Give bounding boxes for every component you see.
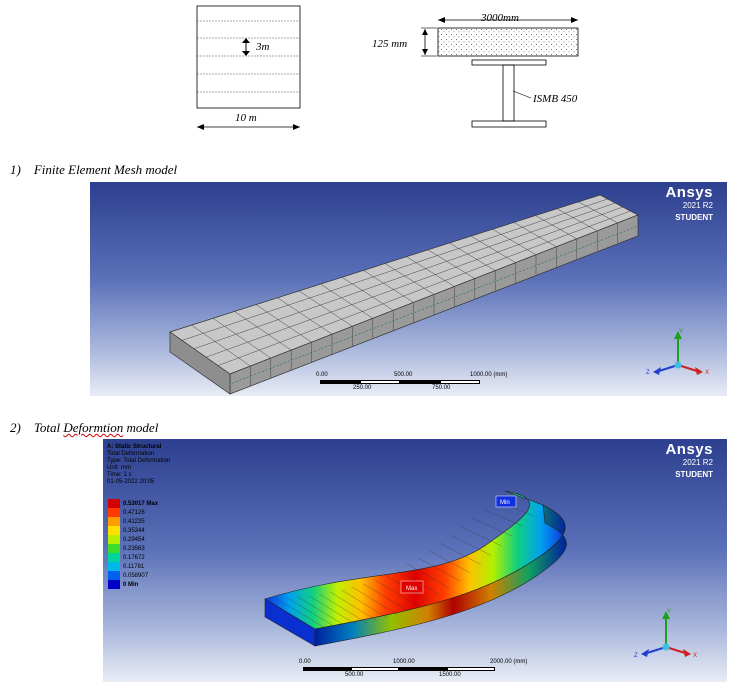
legend-swatch: [108, 553, 120, 562]
legend-swatch: [108, 562, 120, 571]
width-label: 10 m: [235, 112, 257, 124]
legend-row: 0.47126: [108, 508, 158, 517]
result-date: 01-05-2022 20:05: [107, 479, 155, 485]
legend-label: 0.17672: [123, 554, 145, 561]
axis-triad-icon[interactable]: Y X Z: [633, 607, 703, 663]
deformation-viewport[interactable]: Max Min A: Static Structural Total Defor…: [103, 439, 727, 682]
deformation-model: Max Min: [264, 490, 567, 647]
triad-y-label: Y: [667, 609, 671, 615]
legend-swatch: [108, 499, 120, 508]
brand-edition: STUDENT: [675, 213, 713, 222]
legend-row: 0.11781: [108, 562, 158, 571]
legend-row: 0.23563: [108, 544, 158, 553]
analysis-title: A: Static Structural: [107, 444, 162, 450]
triad-z-label: Z: [634, 653, 638, 659]
result-type: Type: Total Deformation: [107, 458, 171, 464]
scale-tick-label: 0.00: [316, 372, 328, 378]
legend-swatch: [108, 517, 120, 526]
legend-label: 0.47126: [123, 509, 145, 516]
scale-tick-label: 0.00: [299, 659, 311, 665]
legend-swatch: [108, 535, 120, 544]
triad-x-label: X: [705, 370, 709, 376]
legend-label: 0.35344: [123, 527, 145, 534]
max-tag: Max: [406, 586, 417, 592]
deck-width-label: 3000mm: [481, 12, 519, 24]
legend-label: 0.23563: [123, 545, 145, 552]
legend-swatch: [108, 580, 120, 589]
mesh-caption: 1) Finite Element Mesh model: [10, 162, 178, 177]
ansys-brand: Ansys 2021 R2 STUDENT: [665, 184, 713, 222]
result-info-panel: A: Static Structural Total Deformation T…: [107, 444, 170, 486]
deformation-caption: 2) Total Deformtion model: [10, 420, 158, 436]
deformation-scale-bar: 0.00 1000.00 2000.00 (mm) 500.00 1500.00: [299, 659, 543, 681]
legend-row: 0.35344: [108, 526, 158, 535]
contour-legend: 0.53017 Max 0.47126 0.41235 0.35344 0.29454 0…: [108, 499, 158, 589]
scale-tick-label: 750.00: [432, 385, 451, 391]
plan-sketch: [196, 5, 301, 130]
brand-edition: STUDENT: [675, 470, 713, 479]
legend-label: 0.53017 Max: [123, 500, 159, 507]
scale-tick-label: 1000.00: [393, 659, 415, 665]
mesh-viewport[interactable]: Ansys 2021 R2 STUDENT 0.00 500.00 1000.0…: [90, 182, 727, 396]
legend-row: 0.29454: [108, 535, 158, 544]
ansys-brand: Ansys 2021 R2 STUDENT: [665, 441, 713, 479]
result-unit: Unit: mm: [107, 465, 131, 471]
legend-swatch: [108, 571, 120, 580]
legend-swatch: [108, 544, 120, 553]
legend-row: 0.53017 Max: [108, 499, 158, 508]
scale-tick-label: 500.00: [345, 672, 364, 678]
brand-name: Ansys: [665, 184, 713, 201]
legend-label: 0 Min: [123, 581, 139, 588]
min-tag: Min: [500, 500, 510, 506]
legend-label: 0.29454: [123, 536, 145, 543]
scale-tick-label: 500.00: [394, 372, 413, 378]
brand-version: 2021 R2: [682, 458, 713, 467]
legend-label: 0.11781: [123, 563, 145, 570]
scale-tick-label: 250.00: [353, 385, 372, 391]
scale-tick-label: 1000.00 (mm): [470, 372, 508, 378]
spacing-label: 3m: [256, 41, 270, 53]
triad-y-label: Y: [679, 329, 683, 335]
beam-label: ISMB 450: [533, 93, 578, 105]
mesh-model: [169, 194, 639, 395]
legend-row: 0.41235: [108, 517, 158, 526]
legend-row: 0.058907: [108, 571, 158, 580]
scale-tick-label: 1500.00: [439, 672, 461, 678]
section-sketch: [421, 17, 579, 128]
result-time: Time: 1 s: [107, 472, 132, 478]
brand-name: Ansys: [665, 441, 713, 458]
axis-triad-icon[interactable]: Y X Z: [645, 327, 715, 379]
triad-x-label: X: [693, 653, 697, 659]
scale-tick-label: 2000.00 (mm): [490, 659, 528, 665]
caption-flagged-word: Deformtion: [63, 420, 124, 435]
triad-z-label: Z: [646, 370, 650, 376]
result-name: Total Deformation: [107, 451, 155, 457]
legend-label: 0.058907: [123, 572, 149, 579]
mesh-scale-bar: 0.00 500.00 1000.00 (mm) 250.00 750.00: [316, 372, 520, 394]
legend-label: 0.41235: [123, 518, 145, 525]
caption-prefix: 2) Total: [10, 420, 64, 435]
caption-suffix: model: [123, 420, 159, 435]
legend-swatch: [108, 526, 120, 535]
legend-swatch: [108, 508, 120, 517]
slab-thickness-label: 125 mm: [372, 38, 408, 50]
brand-version: 2021 R2: [682, 201, 713, 210]
legend-row: 0.17672: [108, 553, 158, 562]
legend-row: 0 Min: [108, 580, 158, 589]
